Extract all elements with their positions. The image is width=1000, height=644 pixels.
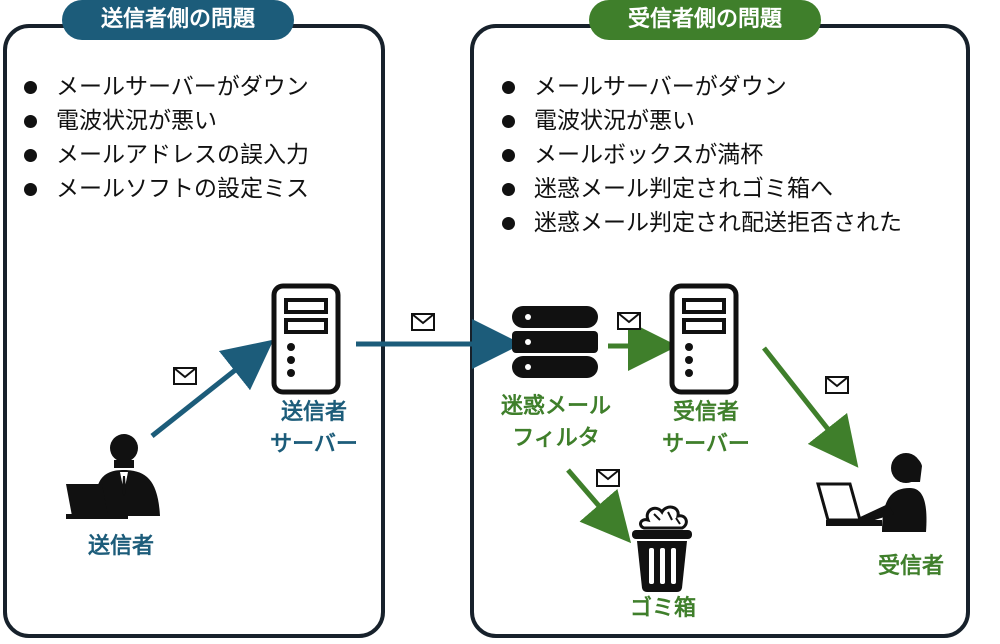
server-icon [271,283,341,395]
mail-icon [411,313,435,331]
server-icon [669,283,739,395]
receiver-issue-item: 電波状況が悪い [500,104,902,138]
receiver-issue-item: 迷惑メール判定されゴミ箱へ [500,172,902,206]
mail-icon [596,469,620,487]
sender-issue-item: メールサーバーがダウン [22,70,309,104]
sender-issue-item: 電波状況が悪い [22,104,309,138]
mail-icon [617,312,641,330]
database-icon [512,306,598,378]
trash-icon [632,505,692,592]
spam-filter-label-line1: 迷惑メール [500,394,611,419]
sender-issue-item: メールアドレスの誤入力 [22,138,309,172]
receiver-issue-list: メールサーバーがダウン 電波状況が悪い メールボックスが満杯 迷惑メール判定され… [500,70,902,240]
receiver-issue-item: 迷惑メール判定され配送拒否された [500,206,902,240]
trash-label: ゴミ箱 [629,596,696,621]
receiver-panel-title: 受信者側の問題 [589,0,821,40]
mail-icon [825,376,849,394]
person-laptop-icon [66,434,160,519]
arrow-receiver-server-to-receiver [762,346,859,468]
arrow-sender-to-server [150,339,274,438]
receiver-server-label-line1: 受信者 [672,400,739,425]
mail-icon [173,367,197,385]
sender-server-label-line1: 送信者 [280,400,347,425]
spam-filter-label-line2: フィルタ [512,426,600,451]
receiver-issue-item: メールボックスが満杯 [500,138,902,172]
receiver-server-label-line2: サーバー [662,432,750,457]
sender-label: 送信者 [87,534,154,559]
receiver-issue-item: メールサーバーがダウン [500,70,902,104]
person-laptop-icon [816,453,927,532]
arrow-filter-to-trash [566,468,632,544]
sender-issue-item: メールソフトの設定ミス [22,172,309,206]
sender-panel-title: 送信者側の問題 [62,0,294,40]
sender-issue-list: メールサーバーがダウン 電波状況が悪い メールアドレスの誤入力 メールソフトの設… [22,70,309,206]
sender-server-label-line2: サーバー [270,432,358,457]
receiver-label: 受信者 [877,554,944,579]
